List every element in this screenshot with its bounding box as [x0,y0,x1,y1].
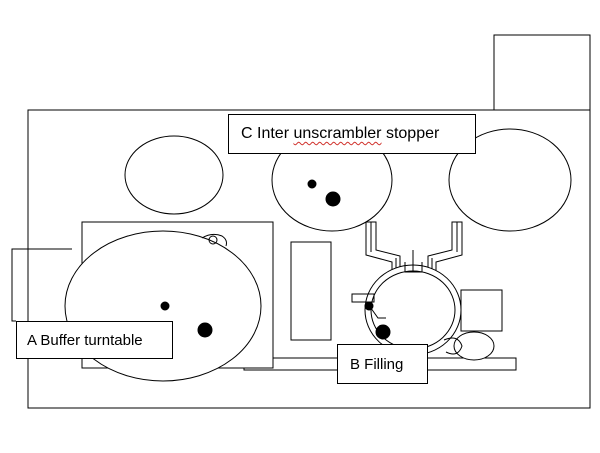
turntable-annotation-frame [11,248,72,322]
upper-right-enclosure [493,34,591,111]
filling-star-wheel [364,264,462,356]
turntable-clamp-pin [208,235,218,245]
turntable-dot-small [160,301,170,311]
turntable-dot-large [197,322,213,338]
label-c-prefix: C Inter [241,125,294,142]
right-upper-hopper [448,128,572,232]
label-buffer-turntable: A Buffer turntable [16,321,173,359]
stopper-hopper-dot-large [325,191,341,207]
label-filling: B Filling [337,344,428,384]
filling-arm [351,293,375,303]
side-unit [460,289,503,332]
filling-dot-small [364,301,374,311]
filling-feed-nozzle [404,250,423,273]
label-a-text: A Buffer turntable [27,331,143,349]
left-upper-hopper [124,135,224,215]
filling-outlet-guide [443,337,463,355]
label-inter-unscrambler-stopper: C Inter unscrambler stopper [228,114,476,154]
filling-dot-large [375,324,391,340]
label-b-text: B Filling [350,355,404,373]
label-c-flagged-word: unscrambler [293,125,382,142]
center-module [290,241,332,341]
stopper-hopper-dot-small [307,179,317,189]
turntable-clamp [201,233,227,247]
filling-outlet-wheel [453,331,495,361]
label-c-suffix: stopper [381,125,440,142]
